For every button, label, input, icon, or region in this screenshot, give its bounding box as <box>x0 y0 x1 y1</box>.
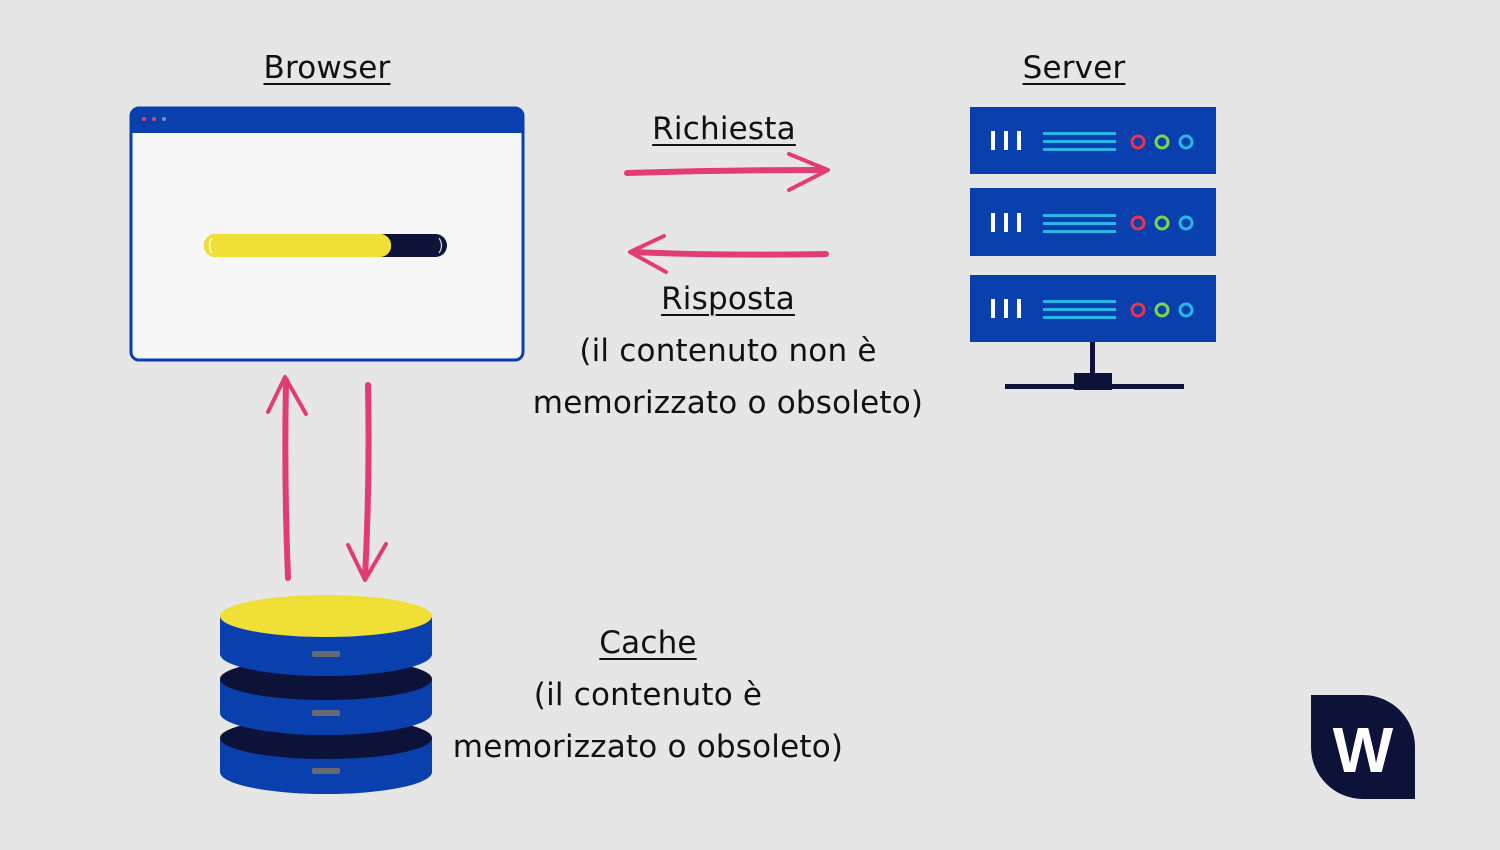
response-desc-line-1: (il contenuto non è <box>579 333 877 369</box>
logo-letter: W <box>1333 714 1394 786</box>
response-arrow-head <box>628 234 668 274</box>
cache-title-text: Cache <box>599 625 697 661</box>
cache-to-browser-arrow <box>282 377 291 581</box>
cache-desc-line-2: memorizzato o obsoleto) <box>452 729 844 765</box>
response-title-text: Risposta <box>661 281 795 317</box>
response-desc-line-2: memorizzato o obsoleto) <box>532 385 924 421</box>
server-title: Server <box>924 42 1224 94</box>
cache-desc-line-1: (il contenuto è <box>533 677 763 713</box>
request-label: Richiesta <box>574 103 874 155</box>
cache-to-browser-arrow-head <box>266 375 308 416</box>
request-arrow <box>624 167 828 176</box>
request-title-text: Richiesta <box>652 111 796 147</box>
browser-to-cache-arrow <box>362 382 372 581</box>
server-unit-1 <box>970 107 1216 174</box>
brand-logo: W <box>1311 695 1415 799</box>
response-label: Risposta (il contenuto non è memorizzato… <box>488 273 968 429</box>
server-title-text: Server <box>1022 50 1126 86</box>
browser-window-icon <box>129 106 525 362</box>
cache-database-icon <box>220 595 432 794</box>
browser-title-text: Browser <box>263 50 391 86</box>
browser-title: Browser <box>177 42 477 94</box>
server-rack-icon <box>970 107 1216 390</box>
window-dot-icon <box>142 117 146 121</box>
request-arrow-head <box>787 152 830 192</box>
response-arrow <box>630 249 829 258</box>
server-stand <box>1005 342 1184 390</box>
window-dot-icon <box>152 117 156 121</box>
window-dot-icon <box>162 117 166 121</box>
server-unit-3 <box>970 275 1216 342</box>
loading-bar <box>204 234 447 257</box>
server-unit-2 <box>970 188 1216 256</box>
cache-label: Cache (il contenuto è memorizzato o obso… <box>408 617 888 773</box>
browser-to-cache-arrow-head <box>346 542 388 582</box>
